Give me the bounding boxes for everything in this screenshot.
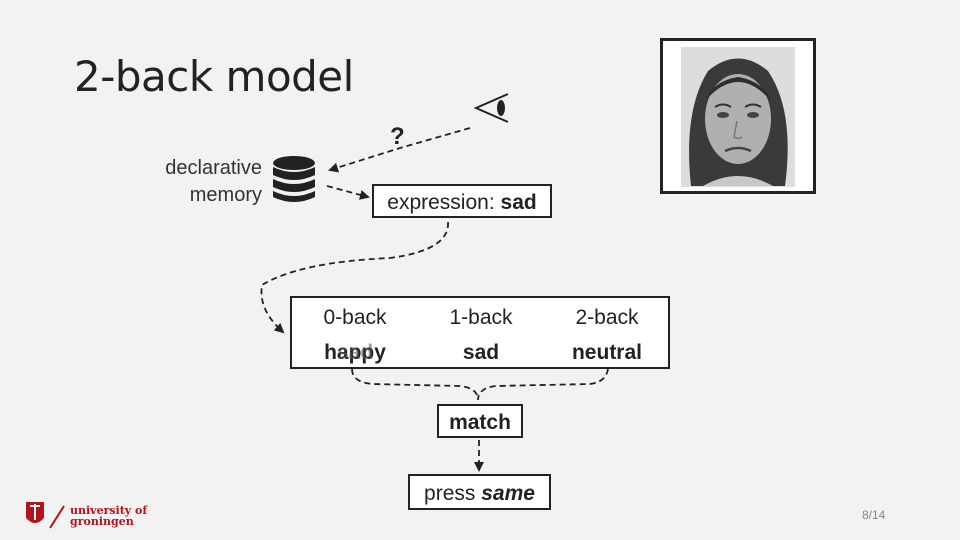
declarative-memory-label: declarative memory <box>120 155 262 209</box>
memory-to-expression-arrow <box>326 185 370 200</box>
expression-prefix: expression: <box>387 191 501 214</box>
slide-title: 2-back model <box>74 52 354 101</box>
expression-box: expression: sad <box>372 184 552 218</box>
header-2back: 2-back <box>575 306 639 329</box>
eye-icon <box>473 93 509 123</box>
memory-label-line1: declarative <box>165 157 262 179</box>
retrieval-question-mark: ? <box>390 123 405 150</box>
logo-line2: groningen <box>70 515 134 528</box>
database-icon <box>273 156 315 202</box>
face-photo <box>681 47 795 187</box>
value-2back: neutral <box>571 341 642 364</box>
header-1back: 1-back <box>449 306 513 329</box>
value-0back: happy <box>324 341 386 364</box>
nback-table: 0-back 1-back 2-back happy sad sad neutr… <box>290 296 670 369</box>
header-0back: 0-back <box>323 306 387 329</box>
expression-value: sad <box>500 191 537 214</box>
expression-to-table-arrow <box>260 221 449 334</box>
page-number: 8/14 <box>862 508 886 522</box>
university-crest-icon <box>26 502 65 529</box>
university-logo-text: university of groningen <box>70 505 147 527</box>
memory-label-line2: memory <box>189 184 262 206</box>
match-box: match <box>437 404 523 438</box>
press-response-box: press same <box>408 474 551 510</box>
face-photo-frame <box>660 38 816 194</box>
logo-line1: university of <box>70 504 148 517</box>
press-prefix: press <box>424 482 482 505</box>
value-1back: sad <box>462 341 500 364</box>
value-0back-overlay: sad <box>336 341 374 364</box>
eye-to-memory-arrow <box>328 127 471 173</box>
press-value: same <box>481 482 535 505</box>
match-brace <box>351 368 609 401</box>
